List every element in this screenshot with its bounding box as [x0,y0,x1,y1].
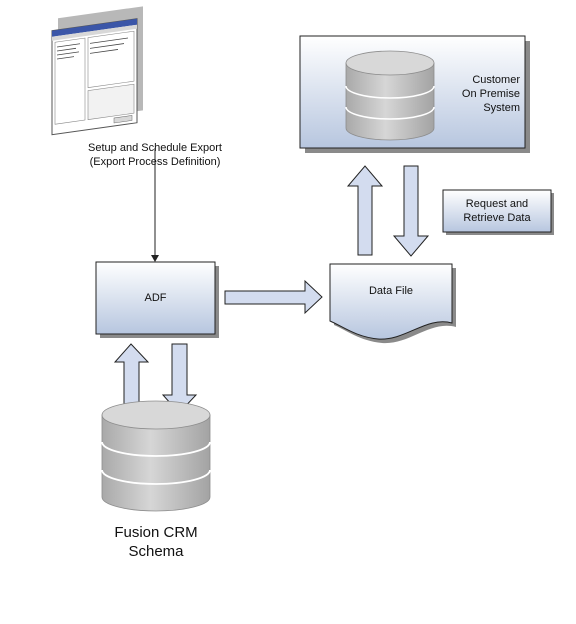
setup-export-label: Setup and Schedule Export (Export Proces… [60,141,250,169]
fusion-crm-label: Fusion CRM Schema [86,523,226,561]
data-file-label: Data File [368,285,414,297]
request-retrieve-label: Request and Retrieve Data [443,197,551,225]
download-arrow [392,165,430,257]
request-retrieve-box [442,189,552,233]
setup-arrowhead [151,255,159,262]
customer-system-line3: System [483,102,520,114]
adf-label: ADF [144,292,167,304]
data-file-shape [329,263,453,340]
setup-export-line1: Setup and Schedule Export [88,142,222,154]
customer-system-line2: On Premise [461,88,520,100]
customer-system-line1: Customer [472,74,520,86]
export-arrow [224,279,323,315]
fusion-crm-database-icon [101,400,211,512]
customer-system-label: Customer On Premise System [440,73,520,115]
app-window-icon [51,6,143,136]
upload-arrow [346,165,384,256]
request-retrieve-line2: Retrieve Data [463,212,531,224]
request-retrieve-line1: Request and [465,198,529,210]
setup-export-line2: (Export Process Definition) [89,156,221,168]
fusion-crm-line2: Schema [128,543,184,560]
customer-database-icon [345,50,435,141]
adf-box [95,261,216,335]
fusion-crm-line1: Fusion CRM [114,524,198,541]
